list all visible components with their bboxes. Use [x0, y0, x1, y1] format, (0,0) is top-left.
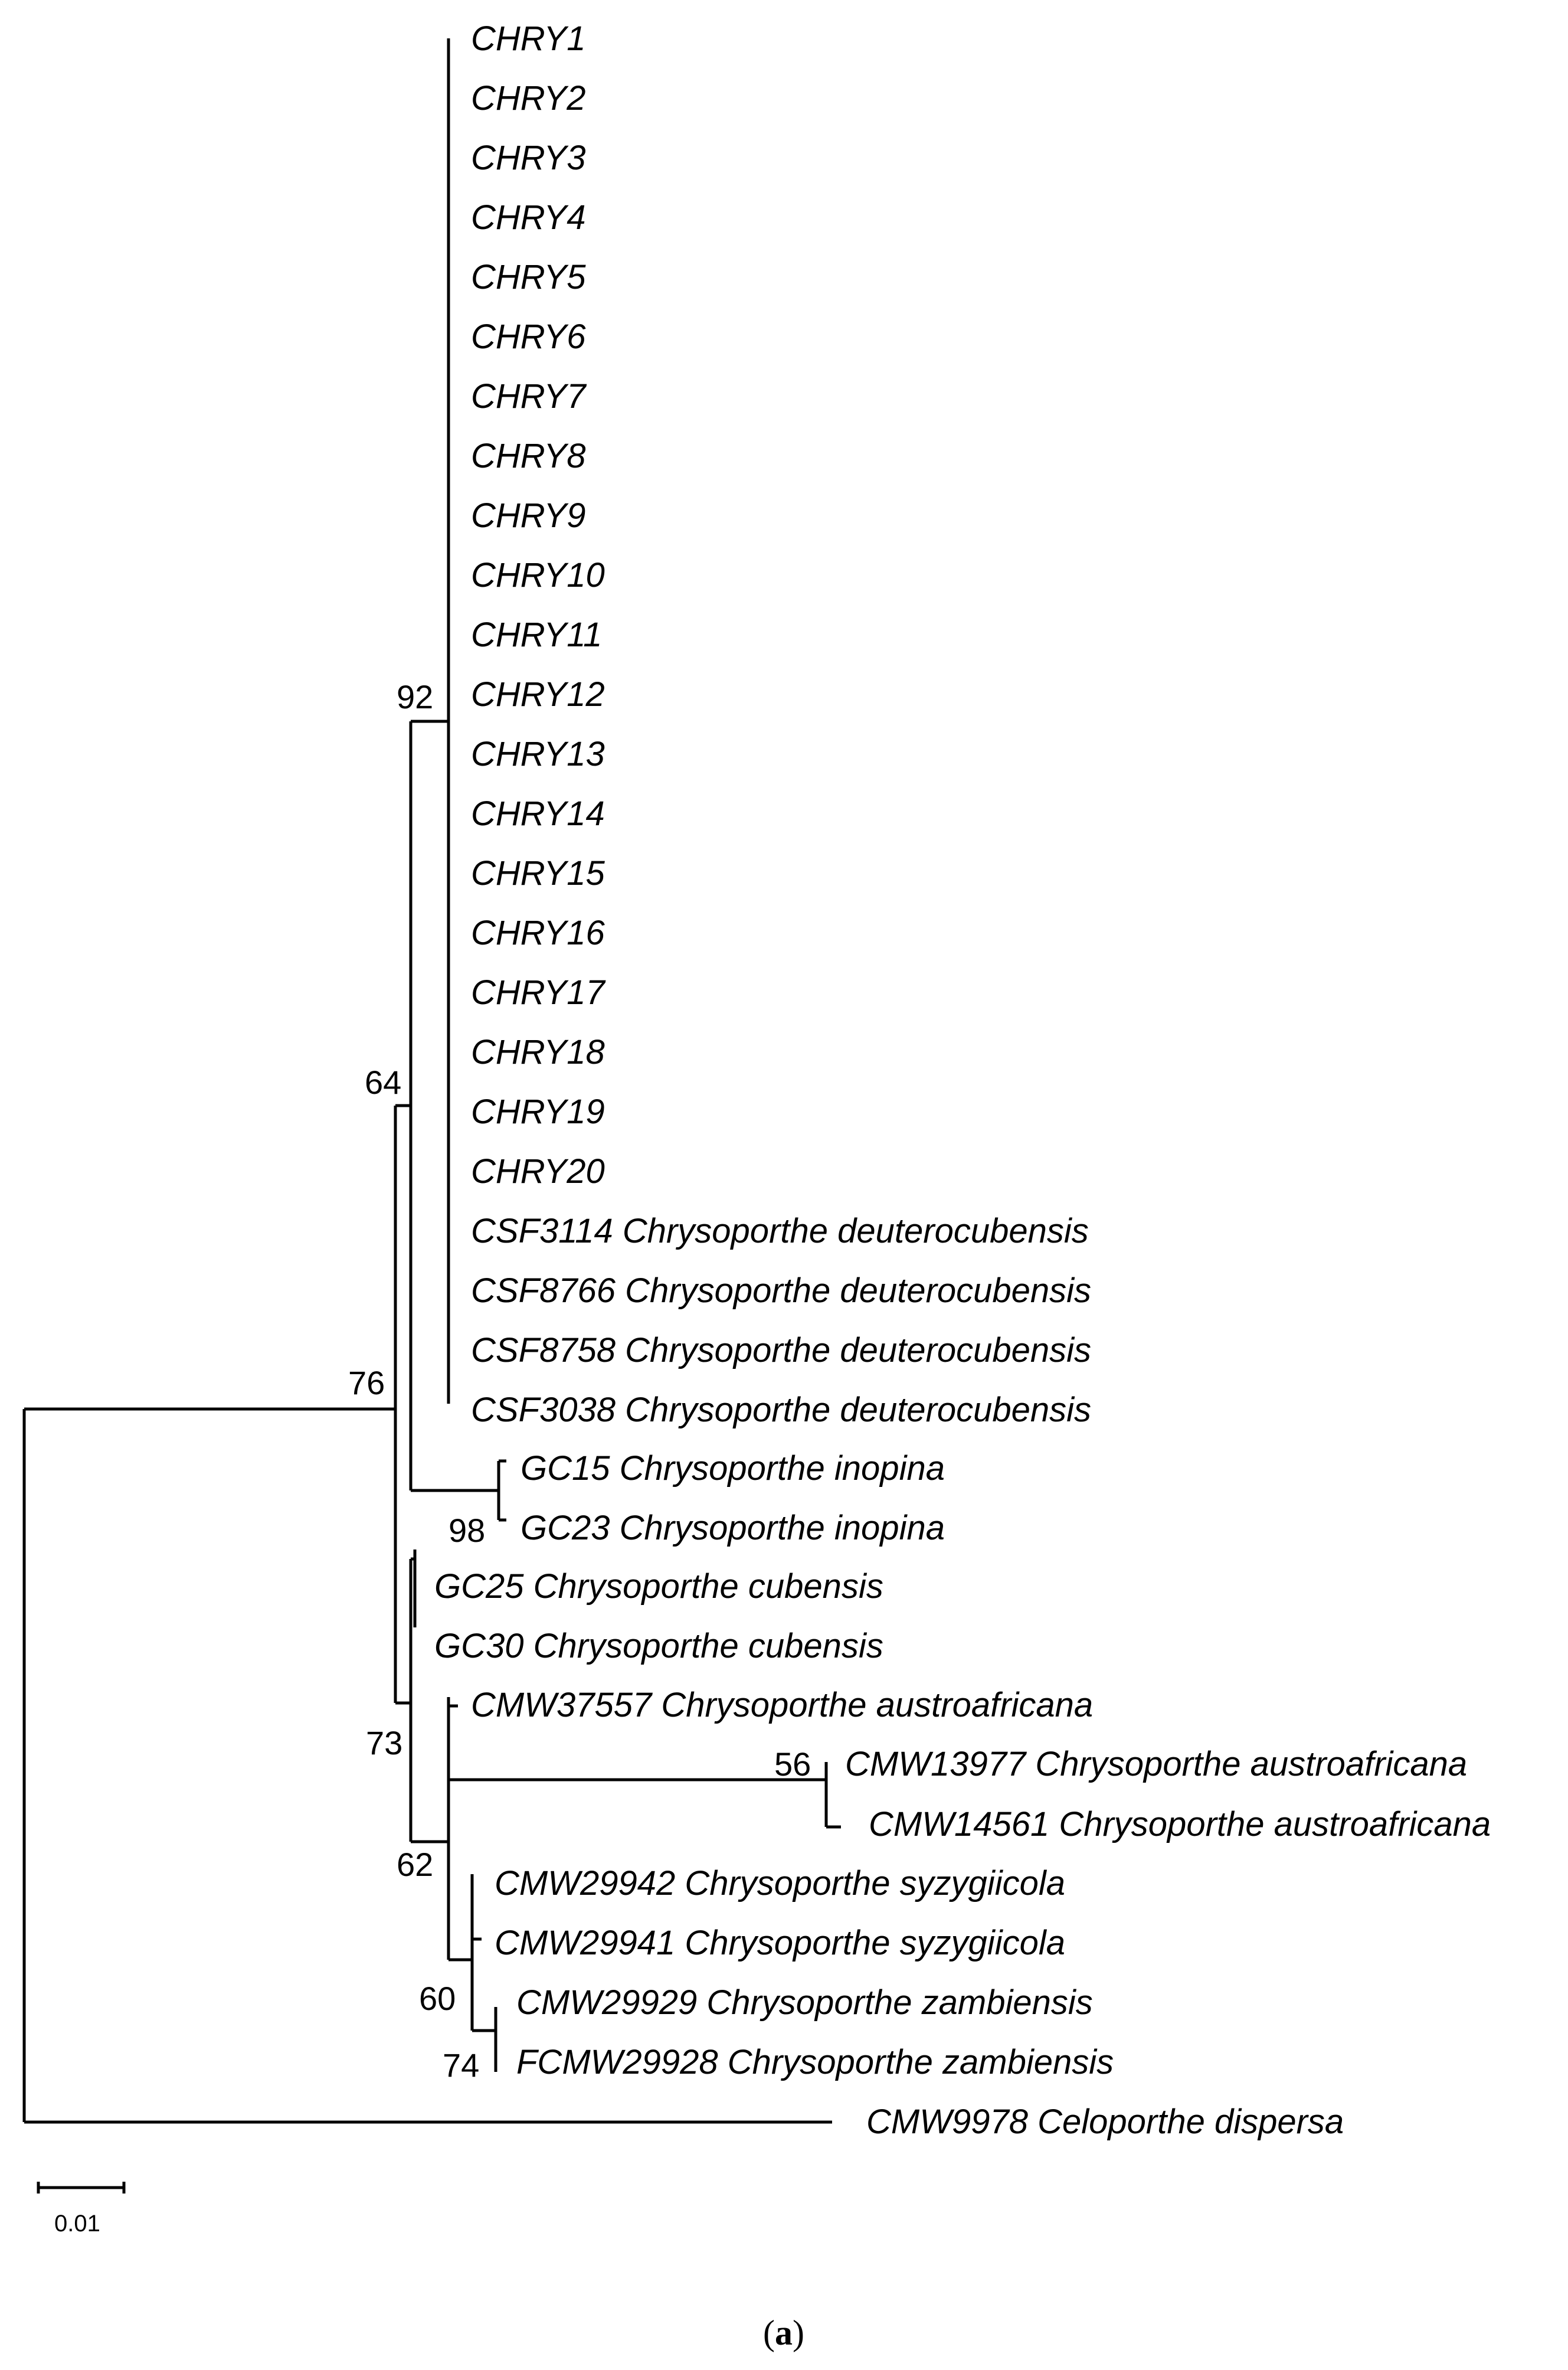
taxon-label: CHRY12 — [471, 675, 605, 714]
taxon-label: CHRY2 — [471, 79, 585, 117]
taxon-label: CHRY17 — [471, 973, 606, 1012]
taxon-label: GC15 Chrysoporthe inopina — [521, 1449, 945, 1488]
support-value: 60 — [419, 1980, 456, 2017]
taxon-label: CHRY18 — [471, 1033, 605, 1071]
taxon-label: CMW29929 Chrysoporthe zambiensis — [516, 1983, 1093, 2022]
taxon-label: CHRY4 — [471, 198, 585, 237]
taxon-label: CSF3038 Chrysoporthe deuterocubensis — [471, 1391, 1091, 1429]
caption-letter: a — [775, 2313, 793, 2352]
taxon-label: CHRY10 — [471, 556, 605, 594]
support-value: 73 — [366, 1724, 402, 1761]
taxon-label: CMW13977 Chrysoporthe austroafricana — [845, 1745, 1467, 1783]
support-value: 92 — [397, 678, 433, 715]
taxon-label: CHRY13 — [471, 735, 605, 773]
tree-branches — [22, 38, 841, 2124]
support-values: 92 64 76 98 73 62 56 60 74 — [348, 678, 811, 2084]
taxon-label: CSF8766 Chrysoporthe deuterocubensis — [471, 1271, 1091, 1310]
taxon-label: CHRY1 — [471, 19, 585, 58]
taxon-label: CHRY11 — [471, 616, 602, 654]
caption-close-paren: ) — [793, 2313, 804, 2352]
support-value: 64 — [365, 1064, 401, 1101]
taxon-label: CHRY6 — [471, 318, 586, 356]
taxon-label: CSF8758 Chrysoporthe deuterocubensis — [471, 1331, 1091, 1369]
taxon-label: CMW14561 Chrysoporthe austroafricana — [869, 1805, 1491, 1843]
taxon-label: CHRY16 — [471, 914, 605, 952]
taxon-label: CMW9978 Celoporthe dispersa — [866, 2103, 1344, 2141]
taxon-label: CHRY8 — [471, 437, 585, 475]
scale-bar-label: 0.01 — [54, 2211, 100, 2237]
taxon-label: CHRY19 — [471, 1093, 605, 1131]
scale-bar: 0.01 — [37, 2182, 126, 2237]
figure-caption: (a) — [763, 2313, 804, 2352]
support-value: 56 — [774, 1745, 811, 1783]
taxon-label: CMW29942 Chrysoporthe syzygiicola — [495, 1864, 1065, 1902]
taxon-label: GC25 Chrysoporthe cubensis — [434, 1567, 883, 1606]
taxon-label: CHRY7 — [471, 377, 587, 416]
taxon-label: CHRY15 — [471, 854, 605, 893]
taxon-label: GC23 Chrysoporthe inopina — [521, 1509, 945, 1547]
taxon-label: CHRY5 — [471, 258, 586, 296]
caption-open-paren: ( — [763, 2313, 775, 2352]
taxon-label: GC30 Chrysoporthe cubensis — [434, 1627, 883, 1665]
taxon-label: CHRY3 — [471, 139, 585, 177]
taxon-label: CHRY20 — [471, 1152, 605, 1191]
taxon-label: CHRY14 — [471, 795, 605, 833]
taxon-label: CMW37557 Chrysoporthe austroafricana — [471, 1686, 1093, 1724]
taxon-labels: CHRY1 CHRY2 CHRY3 CHRY4 CHRY5 CHRY6 CHRY… — [434, 19, 1491, 2141]
taxon-label: CHRY9 — [471, 496, 585, 535]
taxon-label: CSF3114 Chrysoporthe deuterocubensis — [471, 1212, 1089, 1250]
taxon-label: CMW29941 Chrysoporthe syzygiicola — [495, 1924, 1065, 1962]
support-value: 74 — [443, 2047, 479, 2084]
support-value: 76 — [348, 1364, 385, 1401]
taxon-label: FCMW29928 Chrysoporthe zambiensis — [516, 2043, 1114, 2081]
support-value: 62 — [397, 1846, 433, 1883]
support-value: 98 — [449, 1512, 485, 1549]
